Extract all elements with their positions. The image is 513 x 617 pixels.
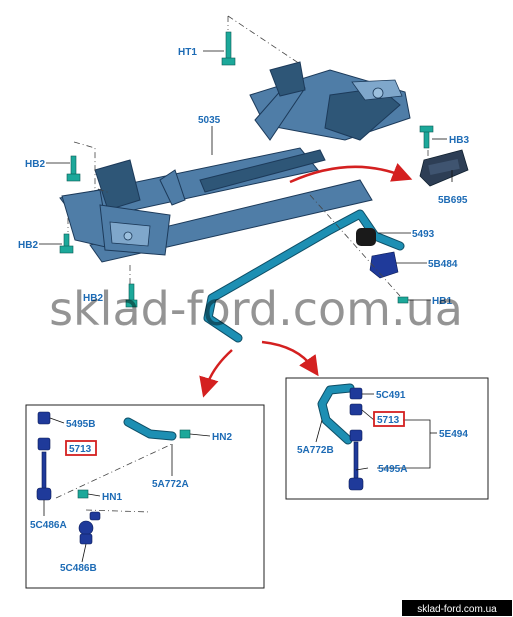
bolt-hb2-top <box>66 155 81 182</box>
stabilizer-link-right <box>348 387 364 491</box>
stabilizer-link-left <box>36 411 101 545</box>
alignment-line-left-detail <box>55 443 173 513</box>
label-5c486a: 5C486A <box>30 520 67 531</box>
label-5495b: 5495B <box>66 419 95 430</box>
label-5c486b: 5C486B <box>60 563 97 574</box>
label-5b484: 5B484 <box>428 259 458 270</box>
label-5a772a: 5A772A <box>152 479 189 490</box>
label-5b695: 5B695 <box>438 195 468 206</box>
label-ht1: HT1 <box>178 47 197 58</box>
site-badge-text: sklad-ford.com.ua <box>417 604 497 615</box>
label-5c491: 5C491 <box>376 390 406 401</box>
label-5495a: 5495A <box>378 464 407 475</box>
label-5e494: 5E494 <box>439 429 468 440</box>
bar-end-5a772a <box>123 417 191 441</box>
bolt-hb3 <box>419 125 434 149</box>
alignment-line-hb1 <box>309 194 401 297</box>
watermark-text: sklad-ford.com.ua <box>49 282 463 336</box>
label-5035: 5035 <box>198 115 221 126</box>
site-badge <box>402 600 512 616</box>
bolt-ht1 <box>221 31 236 66</box>
alignment-line-ht1 <box>227 15 301 65</box>
label-hb1: HB1 <box>432 296 452 307</box>
highlight-box-5713-right <box>373 411 405 427</box>
bushing-5493 <box>356 228 376 246</box>
label-hb2-left: HB2 <box>18 240 38 251</box>
nut-hn1 <box>77 489 89 499</box>
alignment-line-hb2 <box>73 141 111 194</box>
arrow-to-5b695 <box>289 163 413 184</box>
label-hb2-top: HB2 <box>25 159 45 170</box>
label-5713-right: 5713 <box>377 415 400 426</box>
bracket-5b484 <box>369 251 399 279</box>
arrow-to-right-detail <box>261 340 319 377</box>
detail-box-right <box>285 377 489 500</box>
label-hb2-center: HB2 <box>83 293 103 304</box>
bar-end-5a772b <box>317 383 355 445</box>
bolt-hb2-left <box>59 233 74 254</box>
leader-lines <box>39 50 453 563</box>
label-5a772b: 5A772B <box>297 445 334 456</box>
label-hn1: HN1 <box>102 492 122 503</box>
highlight-box-5713-left <box>65 440 97 456</box>
detail-box-left <box>25 404 265 589</box>
arrow-to-left-detail <box>199 349 233 398</box>
subframe-5035 <box>59 61 411 263</box>
label-5713-left: 5713 <box>69 444 92 455</box>
bolt-hb2-center <box>125 283 138 308</box>
label-hn2: HN2 <box>212 432 232 443</box>
label-hb3: HB3 <box>449 135 469 146</box>
label-5493: 5493 <box>412 229 435 240</box>
